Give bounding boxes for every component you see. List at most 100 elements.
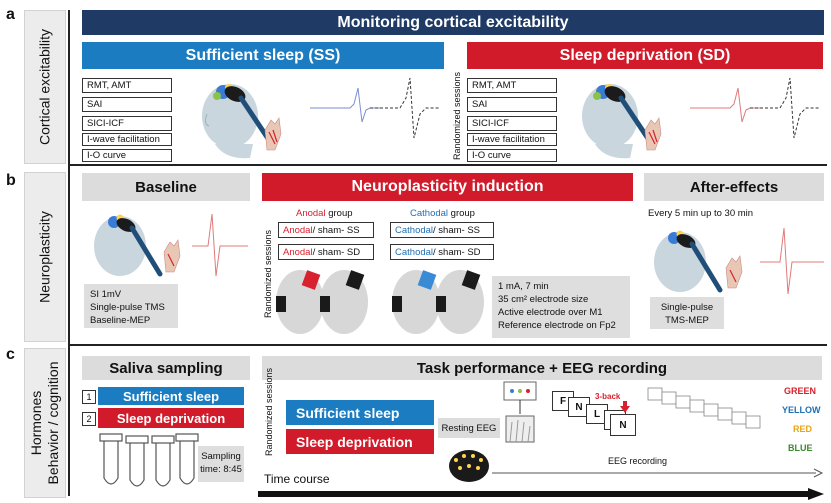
stroop-word-3-text: RED (793, 424, 813, 434)
stroop-word-4: BLUE (788, 443, 813, 453)
randomized-sessions-b: Randomized sessions (263, 229, 273, 318)
measure-ss-sici: SICI-ICF (82, 116, 172, 131)
measure-ss-io: I-O curve (82, 149, 172, 162)
anodal-ss-word: Anodal (283, 224, 313, 236)
anodal-sham-sd: Anodal / sham- SD (278, 244, 374, 260)
after-effects-title: After-effects (644, 173, 824, 201)
ss-title-banner: Sufficient sleep (SS) (82, 42, 444, 69)
anodal-ss-sham: / sham- SS (312, 224, 360, 236)
stim-info-line2: 35 cm² electrode size (498, 294, 589, 305)
measure-ss-rmt: RMT, AMT (82, 78, 172, 93)
measure-sd-sai: SAI (467, 97, 557, 112)
side-label-c-text: Hormones Behavior / cognition (28, 362, 62, 485)
side-label-b: Neuroplasticity (24, 172, 66, 342)
side-label-b-text: Neuroplasticity (36, 211, 53, 303)
measure-sd-sici: SICI-ICF (467, 116, 557, 131)
stroop-word-3: RED (793, 424, 812, 434)
stroop-word-2: YELLOW (782, 405, 821, 415)
measure-sd-rmt: RMT, AMT (467, 78, 557, 93)
divider-b-c (70, 344, 827, 346)
sampling-line2: time: 8:45 (200, 464, 242, 475)
divider-a-b (70, 164, 827, 166)
stroop-word-2-text: YELLOW (782, 405, 821, 415)
saliva-tubes-icon (99, 433, 199, 487)
baseline-head-illustration (94, 213, 248, 277)
task-sd-button: Sleep deprivation (286, 429, 434, 454)
stim-info-line1: 1 mA, 7 min (498, 281, 549, 292)
anodal-sham-ss: Anodal / sham- SS (278, 222, 374, 238)
eeg-cap-icon (449, 450, 489, 482)
mep-waveforms-ss (310, 77, 440, 139)
anodal-group-word: group (325, 208, 353, 219)
cathodal-sd-word: Cathodal (395, 246, 434, 258)
stroop-word-4-text: BLUE (788, 443, 813, 453)
induction-title-banner: Neuroplasticity induction (262, 173, 633, 201)
side-label-a-text: Cortical excitability (36, 29, 53, 145)
anodal-sd-word: Anodal (283, 246, 313, 258)
measure-ss-iwave: I-wave facilitation (82, 133, 172, 146)
after-effects-info: Single-pulse TMS-MEP (650, 297, 724, 329)
stimulation-info: 1 mA, 7 min 35 cm² electrode size Active… (492, 276, 630, 338)
sd-title-banner: Sleep deprivation (SD) (467, 42, 823, 69)
keypad-hand-icon (503, 381, 537, 443)
stroop-word-1: GREEN (784, 386, 816, 396)
sampling-line1: Sampling (201, 451, 241, 462)
after-info-line2: TMS-MEP (665, 315, 709, 326)
cathodal-sham-ss: Cathodal / sham- SS (390, 222, 494, 238)
after-effects-head-illustration (654, 227, 824, 295)
baseline-info: SI 1mV Single-pulse TMS Baseline-MEP (84, 284, 178, 328)
eeg-recording-label: EEG recording (608, 456, 668, 466)
saliva-ss-label: Sufficient sleep (98, 387, 244, 405)
eeg-recording-arrow (492, 468, 824, 478)
cathodal-word: Cathodal (410, 208, 449, 219)
head-tms-illustration-ss (202, 84, 282, 159)
order-number-1: 1 (82, 390, 96, 404)
stim-info-line4: Reference electrode on Fp2 (498, 320, 616, 331)
down-arrow-icon (620, 401, 630, 413)
section-letter-a: a (6, 6, 15, 23)
tdcs-heads-illustration (276, 270, 484, 334)
cathodal-sham-sd: Cathodal / sham- SD (390, 244, 494, 260)
cathodal-sd-sham: / sham- SD (433, 246, 481, 258)
nback-label-text: 3-back (595, 392, 621, 401)
measure-sd-io: I-O curve (467, 149, 557, 162)
time-course-label: Time course (264, 472, 330, 486)
cathodal-ss-sham: / sham- SS (433, 224, 481, 236)
baseline-title: Baseline (82, 173, 250, 201)
section-letter-c: c (6, 346, 15, 363)
randomized-sessions-c: Randomized sessions (264, 367, 274, 456)
saliva-sd-label: Sleep deprivation (98, 408, 244, 428)
side-label-c-line1: Hormones (28, 390, 44, 456)
task-title: Task performance + EEG recording (262, 356, 822, 380)
anodal-group-label: Anodal group (296, 208, 353, 219)
cathodal-group-label: Cathodal group (410, 208, 475, 219)
order-number-2: 2 (82, 412, 96, 426)
stim-info-line3: Active electrode over M1 (498, 307, 603, 318)
task-ss-button: Sufficient sleep (286, 400, 434, 425)
randomized-sessions-a: Randomized sessions (452, 71, 462, 160)
stroop-cards-stack (647, 387, 761, 429)
time-course-arrow (258, 488, 824, 500)
vertical-divider (68, 10, 70, 496)
stroop-word-1-text: GREEN (784, 386, 817, 396)
after-effects-note: Every 5 min up to 30 min (648, 208, 754, 219)
sampling-time-box: Sampling time: 8:45 (198, 446, 244, 482)
anodal-sd-sham: / sham- SD (312, 246, 361, 258)
cathodal-ss-word: Cathodal (395, 224, 434, 236)
mep-waveforms-sd (690, 77, 820, 139)
after-info-line1: Single-pulse (660, 302, 714, 313)
baseline-info-line3: Baseline-MEP (90, 315, 151, 326)
measure-sd-iwave: I-wave facilitation (467, 133, 557, 146)
head-tms-illustration-sd (582, 84, 662, 159)
side-label-c: Hormones Behavior / cognition (24, 348, 66, 498)
side-label-a: Cortical excitability (24, 10, 66, 164)
measure-ss-sai: SAI (82, 97, 172, 112)
resting-eeg-box: Resting EEG (438, 418, 500, 438)
section-letter-b: b (6, 172, 16, 189)
baseline-info-line1: SI 1mV (90, 289, 122, 300)
saliva-title: Saliva sampling (82, 356, 250, 380)
cathodal-group-word: group (448, 208, 475, 219)
nback-letter-5: N (610, 414, 636, 436)
nback-label: 3-back (595, 392, 620, 401)
anodal-word: Anodal (296, 208, 326, 219)
